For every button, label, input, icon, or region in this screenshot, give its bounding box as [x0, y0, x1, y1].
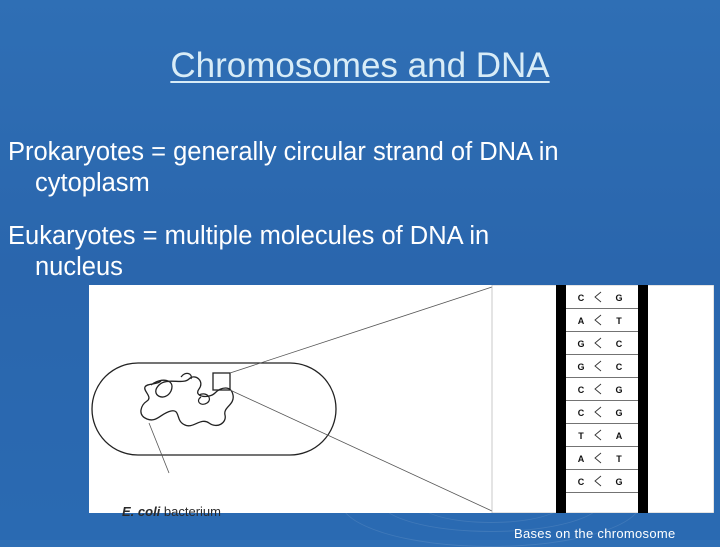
pair-notch — [594, 475, 602, 487]
base-left: G — [577, 339, 584, 349]
base-right: T — [616, 316, 622, 326]
dna-loop — [180, 372, 211, 405]
base-right: G — [615, 385, 622, 395]
bullet-continuation: cytoplasm — [35, 169, 150, 197]
bullet-prokaryotes: Prokaryotes = generally circular strand … — [8, 137, 559, 199]
bullet-line: Eukaryotes = multiple molecules of DNA i… — [8, 222, 490, 250]
base-right: C — [616, 362, 623, 372]
bases-caption: Bases on the chromosome — [514, 526, 676, 541]
base-left: C — [578, 477, 585, 487]
pair-notch — [594, 314, 602, 326]
base-left: G — [577, 362, 584, 372]
pair-notch — [594, 291, 602, 303]
pair-notch — [594, 383, 602, 395]
dna-strand — [140, 376, 234, 427]
pair-notch — [594, 360, 602, 372]
base-left: A — [578, 454, 585, 464]
zoom-panel — [491, 284, 715, 514]
bacterium-caption: E. coli bacterium — [122, 504, 221, 519]
caption-species: E. coli — [122, 504, 161, 519]
dna-backbone-right — [638, 285, 648, 513]
bullet-continuation: nucleus — [35, 253, 123, 281]
zoom-box — [212, 372, 231, 391]
bacterium-cell — [91, 362, 337, 456]
pair-notch — [594, 429, 602, 441]
base-right: A — [616, 431, 623, 441]
zoom-line-bottom — [229, 389, 493, 512]
zoom-line-top — [229, 286, 493, 374]
bullet-line: Prokaryotes = generally circular strand … — [8, 138, 559, 166]
caption-rest: bacterium — [160, 504, 221, 519]
base-left: C — [578, 385, 585, 395]
base-right: T — [616, 454, 622, 464]
base-left: C — [578, 408, 585, 418]
slide-title: Chromosomes and DNA — [170, 46, 550, 85]
dna-backbone-left — [556, 285, 566, 513]
pair-notch — [594, 337, 602, 349]
bullet-eukaryotes: Eukaryotes = multiple molecules of DNA i… — [8, 221, 489, 283]
caption-pointer — [148, 422, 170, 474]
base-right: C — [616, 339, 623, 349]
base-right: G — [615, 408, 622, 418]
base-right: G — [615, 477, 622, 487]
pair-notch — [594, 452, 602, 464]
base-left: T — [578, 431, 584, 441]
base-left: C — [578, 293, 585, 303]
base-left: A — [578, 316, 585, 326]
base-right: G — [615, 293, 622, 303]
pair-notch — [594, 406, 602, 418]
